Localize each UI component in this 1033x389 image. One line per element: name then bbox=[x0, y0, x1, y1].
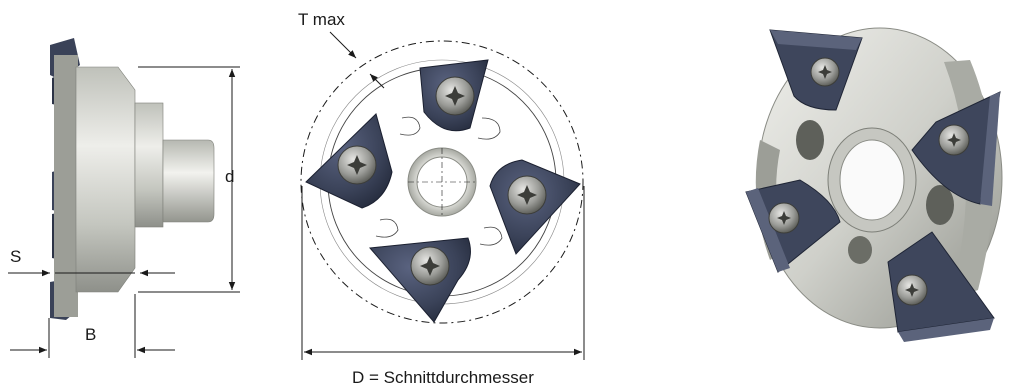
hub-step bbox=[134, 102, 164, 228]
insert-right bbox=[489, 159, 581, 255]
render-insert-top-left bbox=[769, 29, 863, 111]
shaft bbox=[162, 139, 215, 223]
front-view: T max D = Schnittdurchmesser bbox=[298, 10, 585, 387]
render-insert-left bbox=[745, 179, 841, 273]
cutter-body bbox=[75, 66, 136, 293]
d-label: d bbox=[225, 167, 234, 186]
flange bbox=[54, 55, 78, 317]
cutting-circle bbox=[300, 40, 584, 324]
render-insert-right bbox=[911, 91, 1001, 206]
insert-bottom bbox=[368, 237, 471, 323]
insert-top bbox=[419, 59, 489, 132]
tool-render bbox=[745, 27, 1003, 342]
render-insert-bottom-right bbox=[887, 231, 995, 342]
pocket-outlines bbox=[375, 116, 503, 246]
insert-left bbox=[305, 113, 393, 209]
b-label: B bbox=[85, 325, 96, 344]
side-view: d S B bbox=[8, 38, 240, 358]
schnittdurchmesser-label: D = Schnittdurchmesser bbox=[352, 368, 534, 387]
s-label: S bbox=[10, 247, 21, 266]
t-max-label: T max bbox=[298, 10, 345, 29]
